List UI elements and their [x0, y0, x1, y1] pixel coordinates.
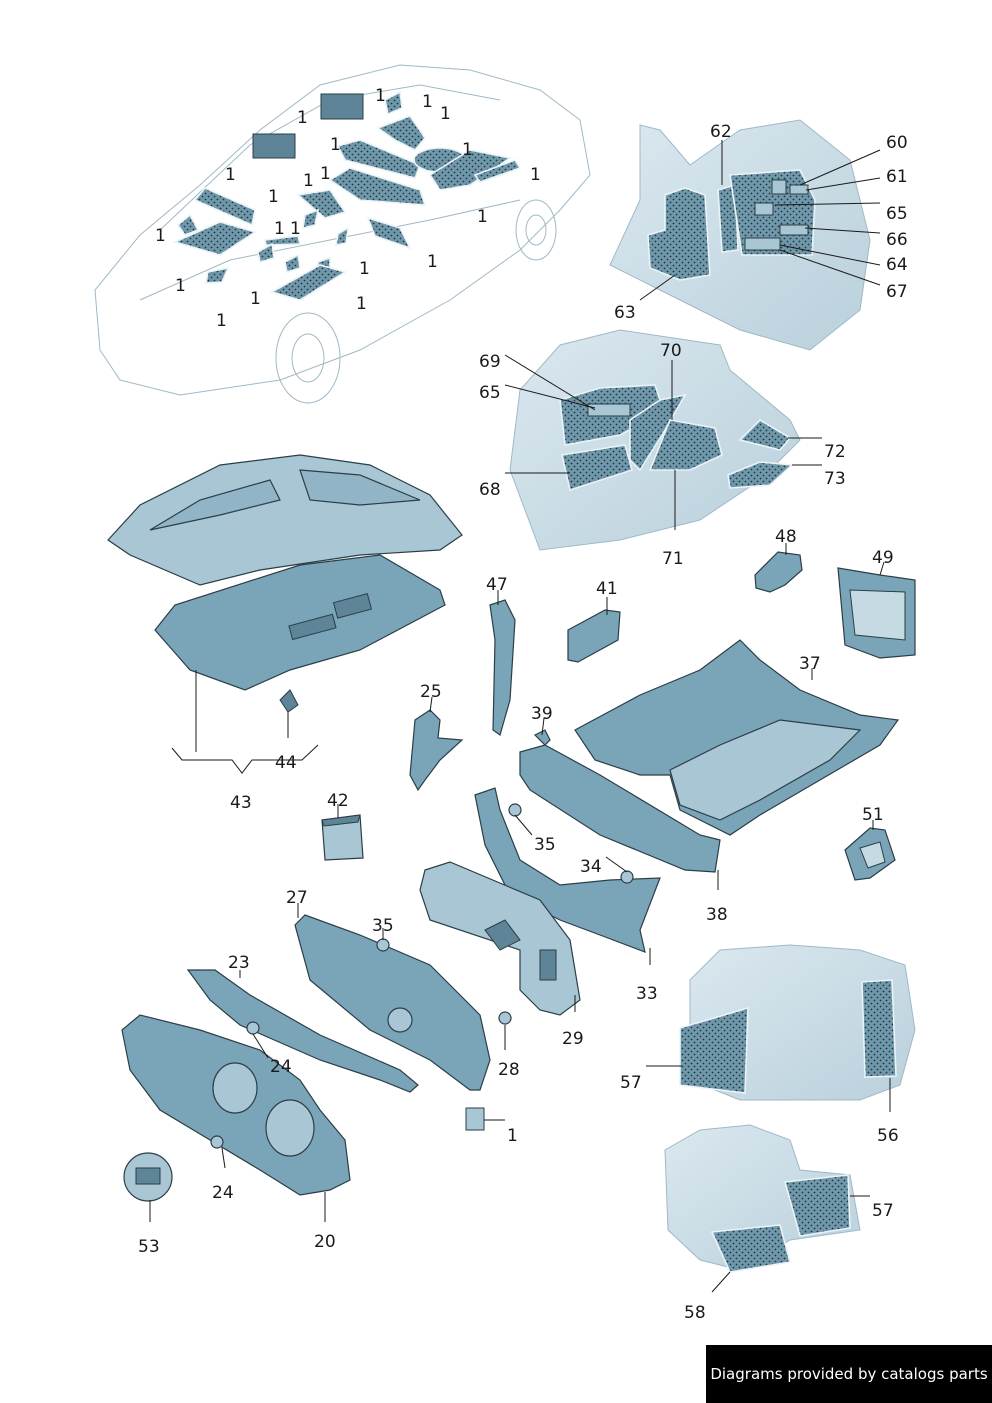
footer-credit: Diagrams provided by catalogs parts	[706, 1345, 992, 1403]
label-69: 69	[479, 352, 501, 372]
label-49: 49	[872, 548, 894, 568]
trunk-area	[509, 329, 801, 551]
center-parts	[121, 599, 721, 1202]
trunk-labels: 69 65 68 70 71 72 73	[479, 341, 846, 569]
label-71: 71	[662, 549, 684, 569]
label-42: 42	[327, 791, 349, 811]
label-1: 1	[290, 219, 301, 239]
right-labels: 48 49 37 51	[775, 527, 894, 825]
label-58: 58	[684, 1303, 706, 1323]
label-28: 28	[498, 1060, 520, 1080]
label-65: 65	[886, 204, 908, 224]
label-25: 25	[420, 682, 442, 702]
label-1: 1	[320, 164, 331, 184]
right-leaders	[785, 543, 885, 830]
door-areas	[664, 944, 916, 1273]
label-51: 51	[862, 805, 884, 825]
label-41: 41	[596, 579, 618, 599]
label-73: 73	[824, 469, 846, 489]
door-labels: 57 56 57 58	[620, 1073, 899, 1323]
label-60: 60	[886, 133, 908, 153]
hood-labels: 44 43	[230, 753, 297, 813]
label-43: 43	[230, 793, 252, 813]
label-20: 20	[314, 1232, 336, 1252]
label-24: 24	[270, 1057, 292, 1077]
label-44: 44	[275, 753, 297, 773]
label-27: 27	[286, 888, 308, 908]
label-57: 57	[872, 1201, 894, 1221]
label-1: 1	[225, 165, 236, 185]
rear-seat-labels: 62 60 61 65 66 64 67 63	[614, 122, 908, 323]
trunk-leaders	[504, 354, 822, 530]
label-67: 67	[886, 282, 908, 302]
label-47: 47	[486, 575, 508, 595]
rear-seat-leaders	[639, 140, 881, 301]
label-1: 1	[359, 259, 370, 279]
center-labels: 47 41 25 39 38 42 35 34 33 27 35 29 28 1…	[138, 575, 728, 1257]
label-70: 70	[660, 341, 682, 361]
label-35: 35	[534, 835, 556, 855]
label-53: 53	[138, 1237, 160, 1257]
label-1: 1	[274, 219, 285, 239]
label-38: 38	[706, 905, 728, 925]
label-1: 1	[356, 294, 367, 314]
label-33: 33	[636, 984, 658, 1004]
label-35: 35	[372, 916, 394, 936]
label-24: 24	[212, 1183, 234, 1203]
label-1: 1	[507, 1126, 518, 1146]
label-48: 48	[775, 527, 797, 547]
label-66: 66	[886, 230, 908, 250]
label-1: 1	[216, 311, 227, 331]
label-1: 1	[155, 226, 166, 246]
label-1: 1	[303, 171, 314, 191]
label-1: 1	[477, 207, 488, 227]
label-1: 1	[440, 104, 451, 124]
right-parts	[574, 551, 916, 881]
label-64: 64	[886, 255, 908, 275]
label-63: 63	[614, 303, 636, 323]
label-1: 1	[530, 165, 541, 185]
center-leaders	[149, 590, 719, 1222]
label-1: 1	[297, 108, 308, 128]
label-1: 1	[268, 187, 279, 207]
label-39: 39	[531, 704, 553, 724]
car-overview	[94, 64, 591, 404]
label-65: 65	[479, 383, 501, 403]
label-56: 56	[877, 1126, 899, 1146]
label-1: 1	[422, 92, 433, 112]
hood-leaders	[171, 670, 319, 774]
label-57: 57	[620, 1073, 642, 1093]
rear-seat-area	[609, 119, 871, 351]
label-72: 72	[824, 442, 846, 462]
label-1: 1	[375, 86, 386, 106]
label-1: 1	[330, 135, 341, 155]
label-1: 1	[175, 276, 186, 296]
label-1: 1	[250, 289, 261, 309]
overview-labels: 1 1 1 1 1 1 1 1 1 1 1 1 1 1 1 1 1 1 1 1 …	[155, 86, 541, 331]
label-1: 1	[427, 252, 438, 272]
label-37: 37	[799, 654, 821, 674]
label-68: 68	[479, 480, 501, 500]
label-34: 34	[580, 857, 602, 877]
label-61: 61	[886, 167, 908, 187]
label-23: 23	[228, 953, 250, 973]
label-1: 1	[462, 140, 473, 160]
label-62: 62	[710, 122, 732, 142]
hood-assembly	[107, 454, 463, 713]
door-leaders	[646, 1065, 891, 1293]
footer-text: Diagrams provided by catalogs parts	[710, 1365, 988, 1383]
label-29: 29	[562, 1029, 584, 1049]
